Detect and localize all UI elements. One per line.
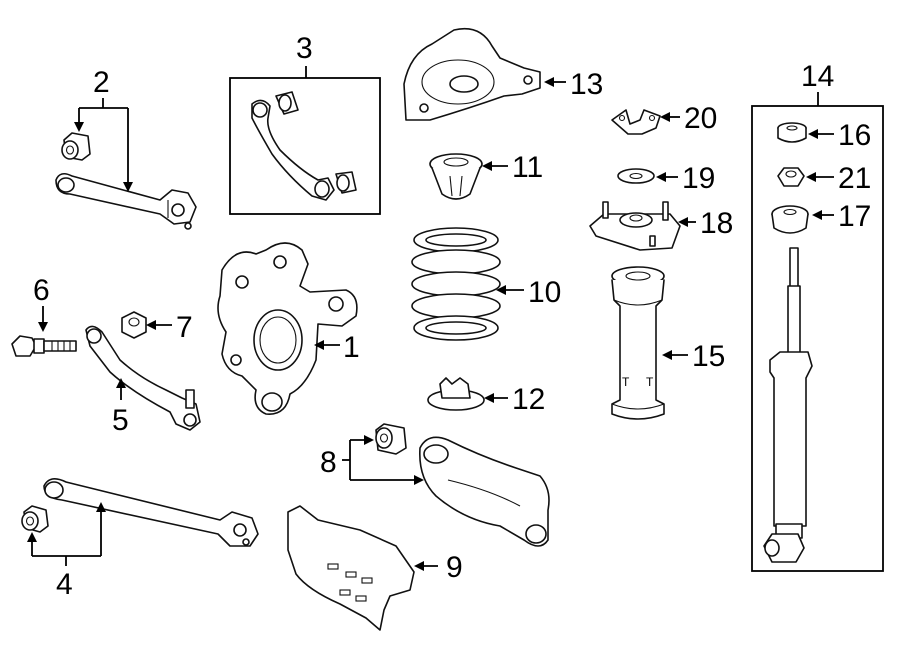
part-9-lower-shield (287, 505, 415, 631)
part-4-link (43, 478, 259, 547)
callout-21: 21 (838, 162, 871, 195)
callout-16: 16 (838, 119, 871, 152)
part-2-link (55, 172, 197, 230)
part-18-strut-mount (589, 201, 681, 251)
part-6-bolt (11, 335, 77, 357)
callout-1: 1 (343, 331, 360, 364)
part-8-lower-arm (419, 436, 550, 547)
callout-20: 20 (684, 102, 717, 135)
part-13-shield (403, 27, 541, 121)
callout-11: 11 (512, 151, 543, 184)
boot-marking-left: T (622, 375, 630, 389)
part-12-insulator (427, 377, 485, 411)
callout-15: 15 (692, 340, 725, 373)
part-17-bushing (771, 205, 809, 234)
callout-8: 8 (320, 446, 337, 479)
part-7-nut (121, 311, 147, 339)
callout-9: 9 (446, 551, 463, 584)
part-8-bushing (375, 423, 407, 455)
callout-6: 6 (33, 274, 50, 307)
part-15-dust-boot: T T (611, 266, 665, 420)
part-1-knuckle (217, 242, 358, 415)
callout-18: 18 (700, 207, 733, 240)
callout-5: 5 (112, 404, 129, 437)
part-5-toe-link (85, 325, 201, 431)
part-21-nut (777, 167, 805, 187)
callout-13: 13 (570, 68, 603, 101)
callout-10: 10 (528, 276, 561, 309)
callout-4: 4 (56, 568, 73, 601)
part-2-bushing (61, 132, 91, 161)
part-19-washer (617, 168, 655, 184)
callout-2: 2 (93, 66, 110, 99)
callout-12: 12 (512, 383, 545, 416)
part-3-upper-arm (251, 91, 357, 201)
callout-3: 3 (296, 32, 313, 65)
part-16-bushing (777, 122, 807, 143)
part-4-bushing (21, 505, 49, 533)
part-10-coil-spring (411, 227, 501, 341)
part-20-bracket (611, 109, 661, 135)
callout-3-box (229, 77, 381, 215)
callout-17: 17 (838, 200, 871, 233)
part-14-shock-absorber (763, 247, 813, 563)
callout-19: 19 (682, 162, 715, 195)
part-11-bump-stop (429, 153, 483, 200)
callout-14: 14 (801, 60, 834, 93)
boot-marking-right: T (646, 375, 654, 389)
callout-7: 7 (176, 311, 193, 344)
